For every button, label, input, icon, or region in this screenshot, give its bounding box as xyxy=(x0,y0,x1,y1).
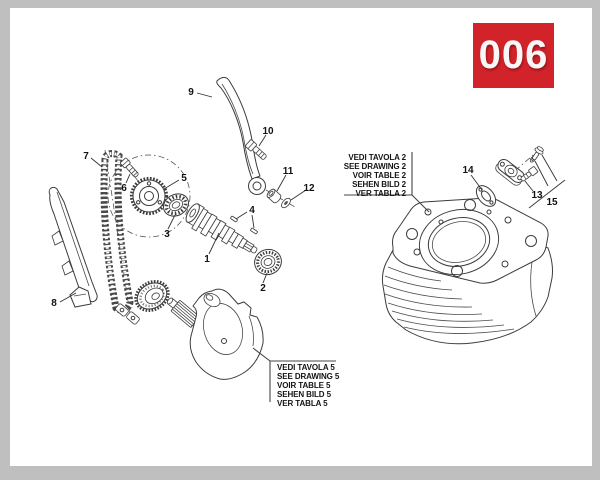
reference-brackets xyxy=(252,152,430,402)
part-label-6: 6 xyxy=(121,183,127,194)
reference-table-2: VEDI TAVOLA 2 SEE DRAWING 2 VOIR TABLE 2… xyxy=(318,153,406,198)
part-label-9: 9 xyxy=(188,87,194,98)
part-bolt-10 xyxy=(245,139,267,160)
part-number-labels: 1 2 3 4 5 6 7 8 9 10 11 12 13 14 15 xyxy=(51,87,558,309)
part-label-12: 12 xyxy=(303,183,315,194)
part-cam-sprocket xyxy=(129,176,169,216)
part-label-7: 7 xyxy=(83,151,89,162)
ref2-line-en: SEE DRAWING 2 xyxy=(343,162,406,171)
ref2-line-fr: VOIR TABLE 2 xyxy=(352,171,406,180)
reference-table-5: VEDI TAVOLA 5 SEE DRAWING 5 VOIR TABLE 5… xyxy=(277,363,367,408)
part-screw-15 xyxy=(532,146,544,161)
part-label-8: 8 xyxy=(51,298,57,309)
part-bearing-3 xyxy=(163,193,189,217)
ref2-line-it: VEDI TAVOLA 2 xyxy=(348,153,406,162)
ref2-line-es: VER TABLA 2 xyxy=(355,189,407,198)
part-label-14: 14 xyxy=(462,165,474,176)
tensioner-cover-group xyxy=(495,146,544,186)
part-bolt-13 xyxy=(520,166,539,182)
ref5-line-es: VER TABLA 5 xyxy=(277,399,328,408)
ref5-line-en: SEE DRAWING 5 xyxy=(277,372,340,381)
part-label-2: 2 xyxy=(260,283,266,294)
part-spacer-11 xyxy=(266,188,282,204)
part-bolt-6 xyxy=(120,157,139,178)
part-label-11: 11 xyxy=(283,166,294,177)
part-label-15: 15 xyxy=(546,197,558,208)
part-label-5: 5 xyxy=(181,173,187,184)
part-label-3: 3 xyxy=(164,229,170,240)
leader-lines xyxy=(59,92,566,303)
part-chain-guide-curved xyxy=(216,76,266,195)
cylinder xyxy=(381,197,553,345)
crank-timing-gear xyxy=(134,280,170,312)
part-gasket-14 xyxy=(475,185,497,207)
part-keys xyxy=(230,215,258,235)
page-number-text: 006 xyxy=(478,33,549,77)
sprocket-pitch-circle xyxy=(107,154,191,238)
crankshaft xyxy=(166,288,264,380)
tensioner-links xyxy=(115,303,140,325)
part-label-1: 1 xyxy=(204,254,210,265)
part-camshaft xyxy=(185,203,258,254)
page-number-badge: 006 xyxy=(473,23,554,88)
crank-splined-shaft xyxy=(166,297,200,328)
part-tensioner-blade xyxy=(48,186,98,308)
cylinder-top-face xyxy=(392,197,549,284)
part-cover-flange xyxy=(495,158,525,186)
ref5-line-it: VEDI TAVOLA 5 xyxy=(277,363,335,372)
part-timing-chain xyxy=(100,150,134,314)
part-label-4: 4 xyxy=(249,205,255,216)
part-washer-12 xyxy=(281,197,291,209)
ref2-line-de: SEHEN BILD 2 xyxy=(352,180,406,189)
part-label-10: 10 xyxy=(262,126,274,137)
part-bearing-2 xyxy=(254,248,282,276)
cylinder-fins xyxy=(383,261,537,334)
ref5-line-de: SEHEN BILD 5 xyxy=(277,390,331,399)
part-label-13: 13 xyxy=(531,190,543,201)
ref5-line-fr: VOIR TABLE 5 xyxy=(277,381,331,390)
